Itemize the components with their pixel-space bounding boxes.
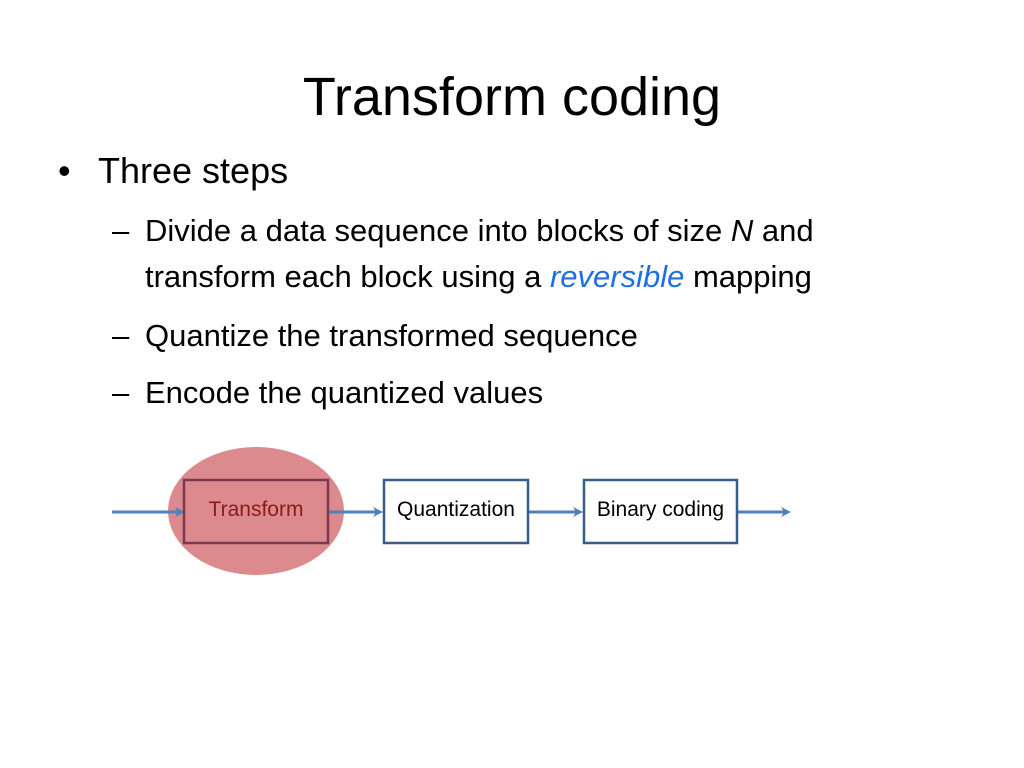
reversible-emphasis: reversible	[549, 259, 685, 294]
sub-bullet-divide: –Divide a data sequence into blocks of s…	[112, 208, 945, 300]
sub-bullet-text: Divide a data sequence into blocks of si…	[145, 208, 945, 300]
binary-coding-label: Binary coding	[596, 498, 725, 521]
bullet-dot-icon: •	[58, 150, 71, 191]
sub-bullet-text-part: and transform each block using a	[145, 213, 814, 294]
quantization-box	[382, 478, 530, 545]
dash-icon: –	[112, 375, 130, 410]
sub-bullet-text: Encode the quantized values	[145, 375, 544, 410]
variable-n: N	[730, 213, 754, 248]
binary-coding-box	[582, 478, 739, 545]
quantization-label: Quantization	[397, 498, 515, 521]
dash-icon: –	[112, 318, 130, 353]
sub-bullet-text-part: Divide a data sequence into blocks of si…	[145, 213, 731, 248]
sub-bullet-encode: –Encode the quantized values	[112, 370, 543, 416]
transform-box	[182, 478, 330, 545]
sub-bullet-text-part: mapping	[684, 259, 812, 294]
slide-title: Transform coding	[302, 67, 722, 127]
dash-icon: –	[112, 213, 130, 248]
sub-bullet-quantize: –Quantize the transformed sequence	[112, 313, 638, 359]
bullet-item: • Three steps	[58, 148, 288, 194]
bullet-text: Three steps	[98, 150, 289, 191]
sub-bullet-text: Quantize the transformed sequence	[145, 318, 638, 353]
transform-label: Transform	[208, 498, 304, 521]
